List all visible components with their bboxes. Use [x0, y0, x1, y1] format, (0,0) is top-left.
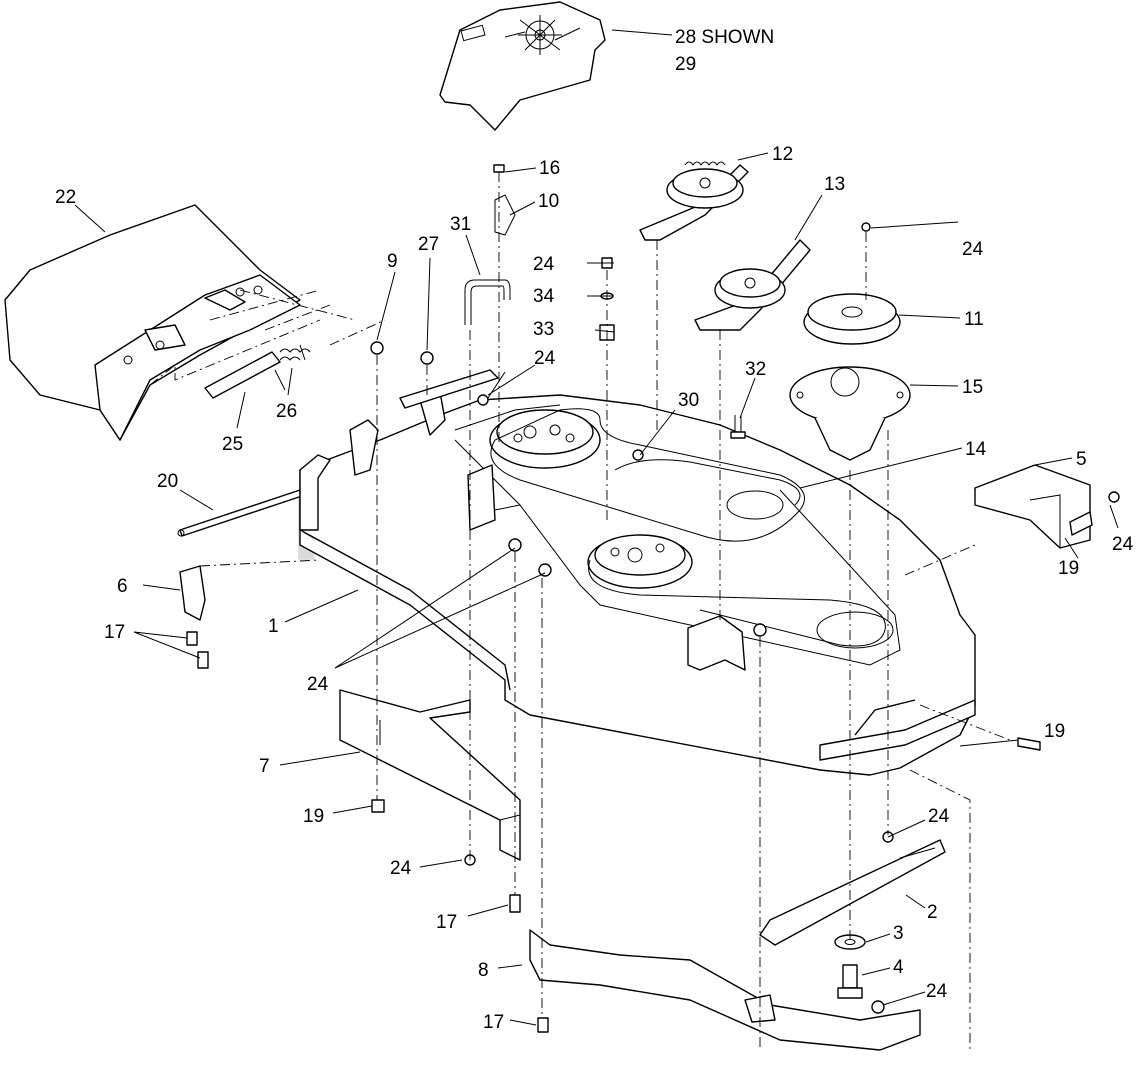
belt-part-14	[490, 408, 886, 647]
callout-33: 33	[533, 319, 554, 340]
callout-30: 30	[678, 390, 699, 411]
callout-32: 32	[745, 359, 766, 380]
callout-10: 10	[538, 191, 559, 212]
idler-arm-part-13	[694, 239, 811, 331]
callout-19-a: 19	[1058, 558, 1079, 579]
deck-spindle-pulley-left	[489, 409, 601, 469]
callout-14: 14	[965, 439, 987, 460]
callout-13: 13	[824, 174, 845, 195]
callout-27: 27	[418, 234, 439, 255]
callout-28: 28 SHOWN	[675, 27, 774, 48]
bracket-part-6	[179, 565, 206, 621]
callout-17-c: 17	[483, 1012, 504, 1033]
callout-17-a: 17	[104, 622, 125, 643]
belt-cover-part-28	[439, 1, 606, 131]
callout-24-h: 24	[926, 981, 948, 1002]
leader-lines	[74, 29, 1119, 1026]
callout-5: 5	[1076, 449, 1087, 470]
callout-12: 12	[772, 144, 793, 165]
spindle-housing-part-15	[789, 366, 911, 461]
callout-24-b: 24	[534, 348, 556, 369]
callout-11: 11	[964, 309, 984, 330]
callout-17-b: 17	[436, 912, 457, 933]
callout-2: 2	[927, 902, 938, 923]
callout-labels: 28 SHOWN 29 16 10 12 13 22 27 31 9 24 34…	[55, 27, 1134, 1033]
callout-19-b: 19	[1044, 721, 1065, 742]
callout-25: 25	[222, 434, 243, 455]
idler-ring-right	[726, 490, 894, 649]
callout-20: 20	[157, 471, 178, 492]
callout-15: 15	[962, 377, 983, 398]
rod-part-20	[177, 489, 303, 537]
callout-24-f: 24	[928, 806, 950, 827]
callout-31: 31	[450, 214, 471, 235]
callout-3: 3	[893, 923, 904, 944]
rear-baffle-part-8	[529, 929, 921, 1051]
tensioner-arm-part-12	[639, 161, 749, 241]
callout-9: 9	[387, 251, 398, 272]
callout-8: 8	[478, 960, 489, 981]
bolt-part-16	[493, 164, 505, 173]
callout-1: 1	[268, 616, 279, 637]
callout-19-c: 19	[303, 806, 324, 827]
bolt-part-4	[837, 964, 863, 999]
callout-24-e: 24	[307, 674, 329, 695]
assembly-lines	[199, 172, 1011, 1050]
callout-29: 29	[675, 54, 696, 75]
front-baffle-part-7	[339, 689, 521, 861]
deck-brackets	[299, 369, 746, 671]
callout-24-d: 24	[1112, 534, 1134, 555]
pulley-part-11	[803, 293, 901, 345]
pivot-rod-part-25	[204, 351, 281, 399]
callout-24-c: 24	[962, 239, 984, 260]
spring-part-26	[274, 344, 311, 391]
deflector-part-22	[4, 204, 301, 441]
callout-7: 7	[259, 756, 270, 777]
hook-part-10	[494, 194, 516, 236]
bracket-part-5	[974, 464, 1091, 549]
hardware-nuts	[186, 222, 1120, 1033]
blade-part-2	[759, 839, 946, 946]
callout-4: 4	[893, 957, 904, 978]
callout-24-a: 24	[533, 254, 555, 275]
callout-34: 34	[533, 286, 555, 307]
callout-26: 26	[276, 401, 297, 422]
callout-24-g: 24	[390, 858, 412, 879]
callout-22: 22	[55, 187, 76, 208]
u-rod-part-31	[464, 279, 511, 325]
callout-6: 6	[117, 576, 128, 597]
bolt-part-32	[730, 415, 746, 439]
callout-16: 16	[539, 158, 560, 179]
deck-spindle-pulley-center	[587, 534, 693, 589]
